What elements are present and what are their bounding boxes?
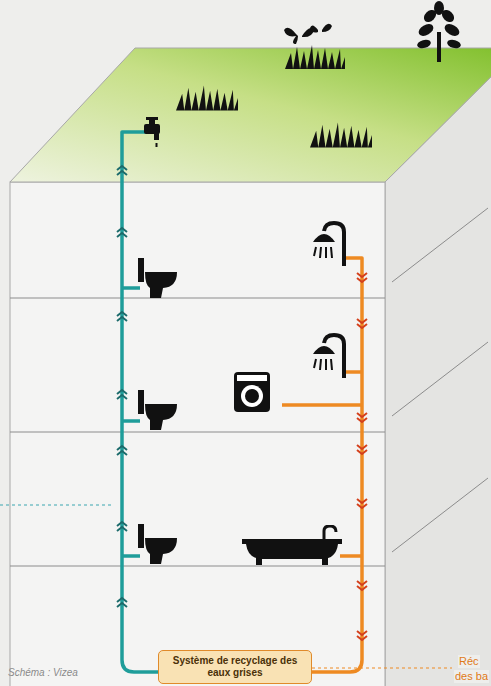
text-wrap: Système de recyclage des eaux grises (165, 655, 305, 679)
credit-note: Schéma : Vizea (8, 666, 78, 679)
callout-text: Réc (458, 655, 480, 668)
system-label: Système de recyclage des eaux grises (165, 655, 305, 679)
system-box: Système de recyclage des eaux grises (158, 650, 312, 684)
callout-text: des ba (454, 670, 489, 683)
